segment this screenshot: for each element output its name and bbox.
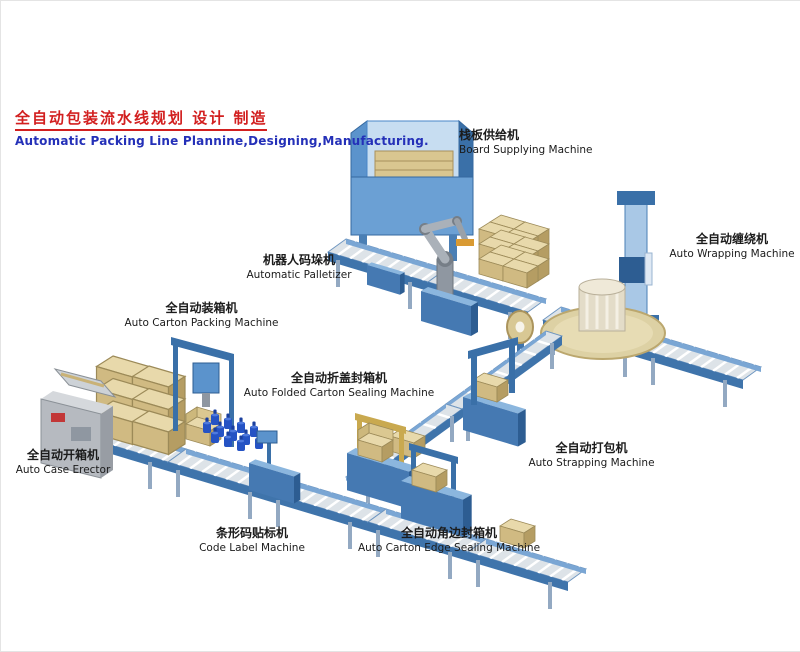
label-auto-carton-packing-machine: 全自动装箱机 Auto Carton Packing Machine: [119, 301, 284, 330]
label-zh: 全自动开箱机: [26, 448, 99, 462]
label-zh: 全自动折盖封箱机: [290, 371, 387, 385]
auto-carton-packing-machine-graphic: [171, 337, 234, 447]
label-auto-carton-edge-sealing-machine: 全自动角边封箱机 Auto Carton Edge Sealing Machin…: [349, 526, 549, 555]
label-zh: 全自动打包机: [555, 441, 628, 455]
label-en: Auto Strapping Machine: [528, 456, 655, 469]
code-label-machine-graphic: [249, 430, 301, 504]
title-english: Automatic Packing Line Plannine,Designin…: [15, 134, 429, 148]
label-auto-case-erector: 全自动开箱机 Auto Case Erector: [3, 448, 123, 477]
label-en: Code Label Machine: [199, 541, 305, 554]
label-en: Auto Case Erector: [15, 463, 111, 476]
pallet-stack-graphic: [478, 214, 550, 289]
label-auto-wrapping-machine: 全自动缠绕机 Auto Wrapping Machine: [665, 232, 799, 261]
auto-carton-edge-sealing-machine-graphic: [401, 443, 536, 549]
label-en: Auto Wrapping Machine: [669, 247, 795, 260]
label-automatic-palletizer: 机器人码垛机 Automatic Palletizer: [239, 253, 359, 282]
automatic-palletizer-graphic: [367, 216, 478, 336]
diagram-title: 全自动包装流水线规划 设计 制造 Automatic Packing Line …: [15, 107, 429, 148]
wrapping-turntable-graphic: [540, 278, 666, 360]
label-zh: 全自动装箱机: [165, 301, 238, 315]
title-chinese: 全自动包装流水线规划 设计 制造: [15, 107, 268, 131]
label-zh: 栈板供给机: [459, 128, 520, 142]
label-zh: 全自动缠绕机: [695, 232, 768, 246]
label-en: Board Supplying Machine: [459, 143, 593, 156]
label-code-label-machine: 条形码贴标机 Code Label Machine: [187, 526, 317, 555]
label-board-supplying-machine: 栈板供给机 Board Supplying Machine: [459, 128, 619, 157]
label-zh: 条形码贴标机: [215, 526, 288, 540]
auto-folded-carton-sealing-machine-graphic: [347, 413, 418, 509]
label-auto-folded-carton-sealing-machine: 全自动折盖封箱机 Auto Folded Carton Sealing Mach…: [234, 371, 444, 400]
label-en: Auto Carton Packing Machine: [124, 316, 279, 329]
label-en: Auto Carton Edge Sealing Machine: [357, 541, 541, 554]
auto-case-erector-graphic: [40, 368, 117, 479]
label-en: Auto Folded Carton Sealing Machine: [243, 386, 435, 399]
board-supplying-machine-graphic: [350, 119, 474, 261]
label-en: Automatic Palletizer: [246, 268, 352, 281]
label-zh: 机器人码垛机: [262, 253, 335, 267]
label-auto-strapping-machine: 全自动打包机 Auto Strapping Machine: [519, 441, 664, 470]
auto-strapping-machine-graphic: [389, 337, 526, 459]
label-zh: 全自动角边封箱机: [400, 526, 497, 540]
